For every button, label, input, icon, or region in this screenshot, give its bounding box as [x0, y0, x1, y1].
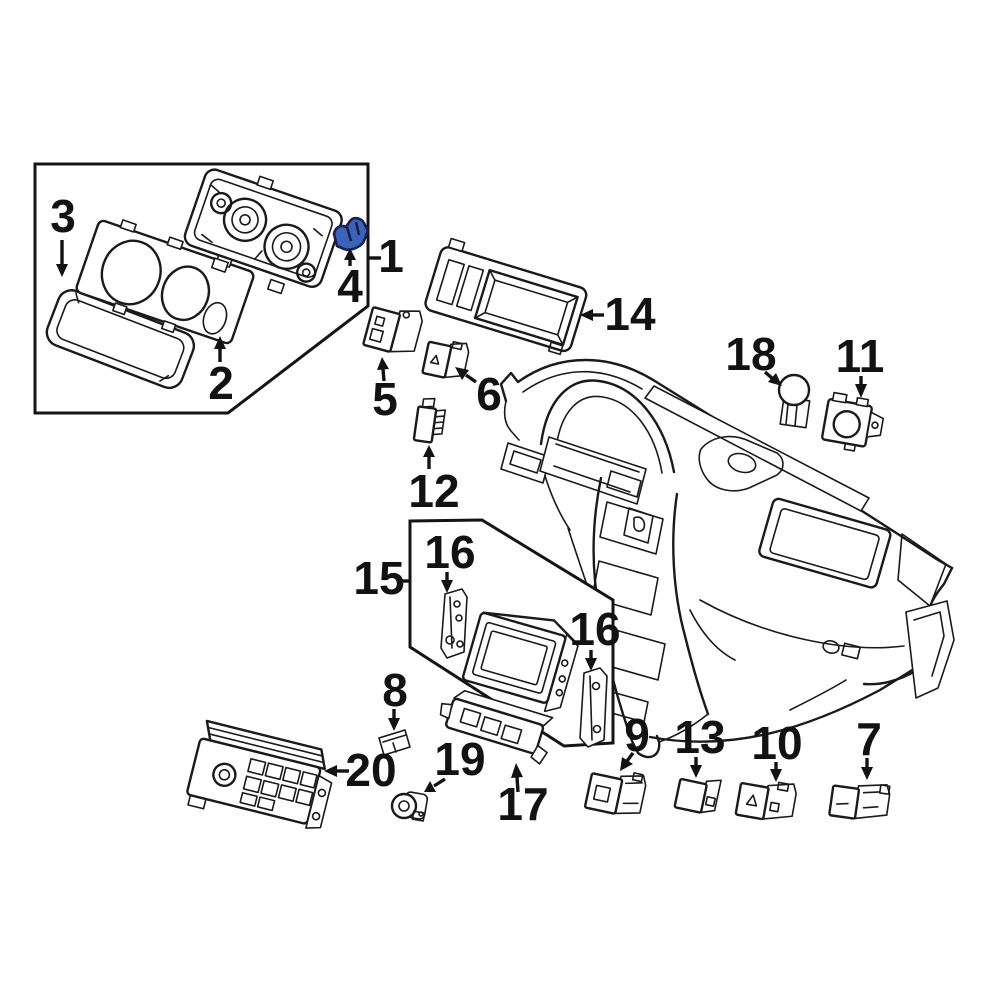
callout-arrows: [56, 240, 873, 793]
part-4-bulb-socket-highlighted: [332, 216, 370, 252]
arrow-to-part-17: [511, 763, 523, 793]
part-16-bracket-left: [440, 588, 468, 659]
callout-8: 8: [382, 664, 408, 716]
part-20-climate-control: [186, 719, 333, 829]
callout-labels: 1 2 3 4 5 6 7 8 9 10 11 12 13 14 15 16 1…: [50, 190, 884, 830]
defroster-vent-strip: [644, 385, 870, 512]
callout-18: 18: [725, 328, 776, 380]
callout-16-right: 16: [569, 603, 620, 655]
callout-4: 4: [337, 260, 363, 312]
callout-2: 2: [208, 357, 234, 409]
stack-cutout-2: [591, 560, 659, 616]
arrow-to-part-14: [580, 309, 604, 321]
dashboard-lower-curve: [648, 662, 924, 743]
part-1-instrument-cluster: [183, 168, 343, 295]
part-7-switch: [828, 784, 891, 820]
glovebox-detail-line: [689, 609, 847, 711]
callout-20: 20: [345, 744, 396, 796]
arrow-to-part-6: [455, 367, 477, 384]
arrow-to-part-12: [423, 445, 435, 469]
part-4-body: [332, 216, 370, 252]
part-4-ridge: [345, 221, 361, 242]
part-10-switch: [734, 781, 797, 821]
arrow-to-part-20: [324, 765, 349, 777]
center-stack-right-edge: [672, 492, 710, 716]
column-bracket: [623, 507, 654, 544]
callout-19: 19: [434, 733, 485, 785]
arrow-to-part-11: [855, 376, 867, 398]
arrow-to-part-7: [861, 758, 873, 780]
arrow-to-part-3: [56, 240, 68, 277]
glovebox-upper-curve: [699, 599, 905, 649]
part-15-display-unit: [461, 611, 579, 713]
callout-15: 15: [353, 552, 404, 604]
cluster-hood-arch-outer: [539, 379, 676, 474]
dash-top-plateau-hole: [727, 452, 757, 474]
arrow-to-part-5: [377, 357, 389, 382]
callout-6: 6: [476, 368, 502, 420]
callout-14: 14: [604, 288, 656, 340]
callout-5: 5: [372, 373, 398, 425]
center-stack-bottom: [658, 713, 709, 743]
lower-dash-hole: [822, 640, 840, 654]
display-assembly-box: [408, 518, 615, 748]
callout-13: 13: [674, 711, 725, 763]
arrow-to-part-2: [214, 336, 226, 362]
dashboard-top-sweep: [499, 358, 954, 570]
part-18-bulb: [777, 373, 811, 429]
right-lower-bracket-inner: [913, 611, 945, 677]
arrow-to-part-19: [424, 777, 446, 792]
part-19-actuator: [390, 791, 429, 822]
part-3-lens: [45, 289, 196, 390]
cluster-opening-inner-line: [553, 443, 640, 493]
callout-10: 10: [751, 717, 802, 769]
instrument-cluster-box: [33, 162, 370, 415]
arrow-to-part-10: [770, 762, 782, 782]
part-11-sensor: [821, 391, 885, 452]
part-16-bracket-right: [579, 667, 608, 748]
part-2-cluster-housing: [75, 219, 255, 345]
part-5-switch: [362, 306, 423, 353]
callout-1: 1: [378, 230, 404, 282]
lower-dash-connector: [840, 642, 862, 660]
passenger-airbag-panel: [758, 497, 892, 589]
left-side-vent-slot: [509, 450, 542, 474]
arrow-to-part-13: [690, 757, 702, 778]
dashboard-left-edge: [503, 400, 520, 441]
dashboard-windshield-inner-line: [522, 370, 643, 393]
part-17-switch-panel: [439, 689, 554, 765]
part-13-switch: [673, 777, 722, 814]
arrow-to-part-16-left: [441, 572, 453, 593]
part-8-clip: [378, 729, 411, 756]
callout-12: 12: [408, 465, 459, 517]
cluster-hood-arch-inner: [555, 395, 663, 474]
stack-cutout-1: [599, 501, 664, 555]
part-9-switch: [583, 772, 647, 815]
dash-top-plateau: [698, 435, 784, 492]
part-12-switch: [412, 397, 447, 444]
arrow-to-part-18: [763, 370, 782, 386]
column-bracket-hole: [633, 516, 646, 533]
arrow-to-part-4: [344, 248, 356, 266]
callout-17: 17: [497, 778, 548, 830]
callout-16-left: 16: [424, 526, 475, 578]
callout-9: 9: [624, 709, 650, 761]
part-14-tray: [424, 237, 588, 356]
callout-11: 11: [836, 330, 885, 382]
dashboard-right-endcap: [897, 533, 947, 607]
callout-3: 3: [50, 190, 76, 242]
stack-top-vent-cutout: [606, 470, 642, 498]
arrow-to-part-8: [388, 709, 400, 731]
callout-7: 7: [856, 713, 882, 765]
cluster-opening: [539, 436, 647, 505]
arrow-to-part-16-right: [585, 650, 597, 671]
arrow-to-part-9: [620, 751, 635, 771]
